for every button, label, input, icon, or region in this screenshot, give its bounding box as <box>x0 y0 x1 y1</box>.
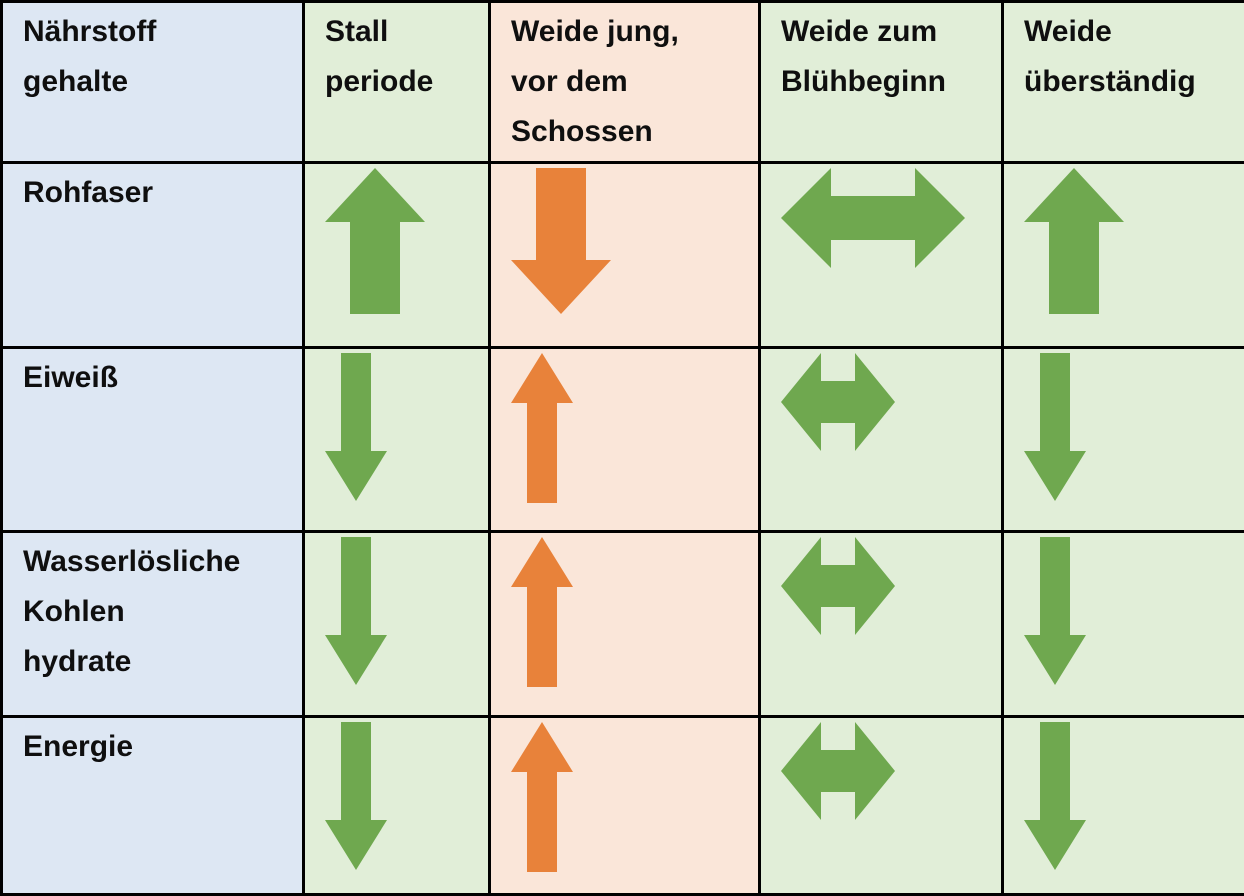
down-arrow-icon <box>325 537 387 685</box>
cell-kohlenhydrate-bluehbeginn <box>758 530 1004 718</box>
down-arrow-icon <box>325 722 387 870</box>
cell-rohfaser-stallperiode <box>302 161 491 349</box>
up-arrow-icon <box>325 168 425 314</box>
down-arrow-icon <box>511 168 611 314</box>
cell-kohlenhydrate-ueberstaendig <box>1001 530 1244 718</box>
cell-rohfaser-ueberstaendig <box>1001 161 1244 349</box>
up-arrow-icon <box>1024 168 1124 314</box>
cell-eiweiss-stallperiode <box>302 346 491 533</box>
cell-eiweiss-bluehbeginn <box>758 346 1004 533</box>
up-arrow-icon <box>511 537 573 687</box>
row-label-energie: Energie <box>0 715 305 896</box>
table-row-energie: Energie <box>0 715 1244 896</box>
down-arrow-icon <box>325 353 387 501</box>
cell-energie-stallperiode <box>302 715 491 896</box>
header-weide-ueberstaendig: Weide überständig <box>1001 0 1244 164</box>
row-label-rohfaser: Rohfaser <box>0 161 305 349</box>
row-label-kohlenhydrate: Wasserlösliche Kohlen hydrate <box>0 530 305 718</box>
header-stall-periode: Stall periode <box>302 0 491 164</box>
cell-eiweiss-ueberstaendig <box>1001 346 1244 533</box>
cell-energie-bluehbeginn <box>758 715 1004 896</box>
left-right-arrow-icon <box>781 353 895 451</box>
table-row-eiweiss: Eiweiß <box>0 346 1244 533</box>
up-arrow-icon <box>511 722 573 872</box>
row-label-eiweiss: Eiweiß <box>0 346 305 533</box>
left-right-arrow-icon <box>781 537 895 635</box>
down-arrow-icon <box>1024 537 1086 685</box>
header-nutrient-contents: Nährstoff gehalte <box>0 0 305 164</box>
header-weide-jung: Weide jung, vor dem Schossen <box>488 0 761 164</box>
cell-rohfaser-weide-jung <box>488 161 761 349</box>
cell-rohfaser-bluehbeginn <box>758 161 1004 349</box>
cell-energie-weide-jung <box>488 715 761 896</box>
down-arrow-icon <box>1024 353 1086 501</box>
table-row-kohlenhydrate: Wasserlösliche Kohlen hydrate <box>0 530 1244 718</box>
up-arrow-icon <box>511 353 573 503</box>
table-row-rohfaser: Rohfaser <box>0 161 1244 349</box>
header-row: Nährstoff gehalte Stall periode Weide ju… <box>0 0 1244 164</box>
cell-kohlenhydrate-stallperiode <box>302 530 491 718</box>
cell-eiweiss-weide-jung <box>488 346 761 533</box>
left-right-arrow-icon <box>781 168 965 268</box>
cell-energie-ueberstaendig <box>1001 715 1244 896</box>
left-right-arrow-icon <box>781 722 895 820</box>
down-arrow-icon <box>1024 722 1086 870</box>
header-weide-bluehbeginn: Weide zum Blühbeginn <box>758 0 1004 164</box>
cell-kohlenhydrate-weide-jung <box>488 530 761 718</box>
